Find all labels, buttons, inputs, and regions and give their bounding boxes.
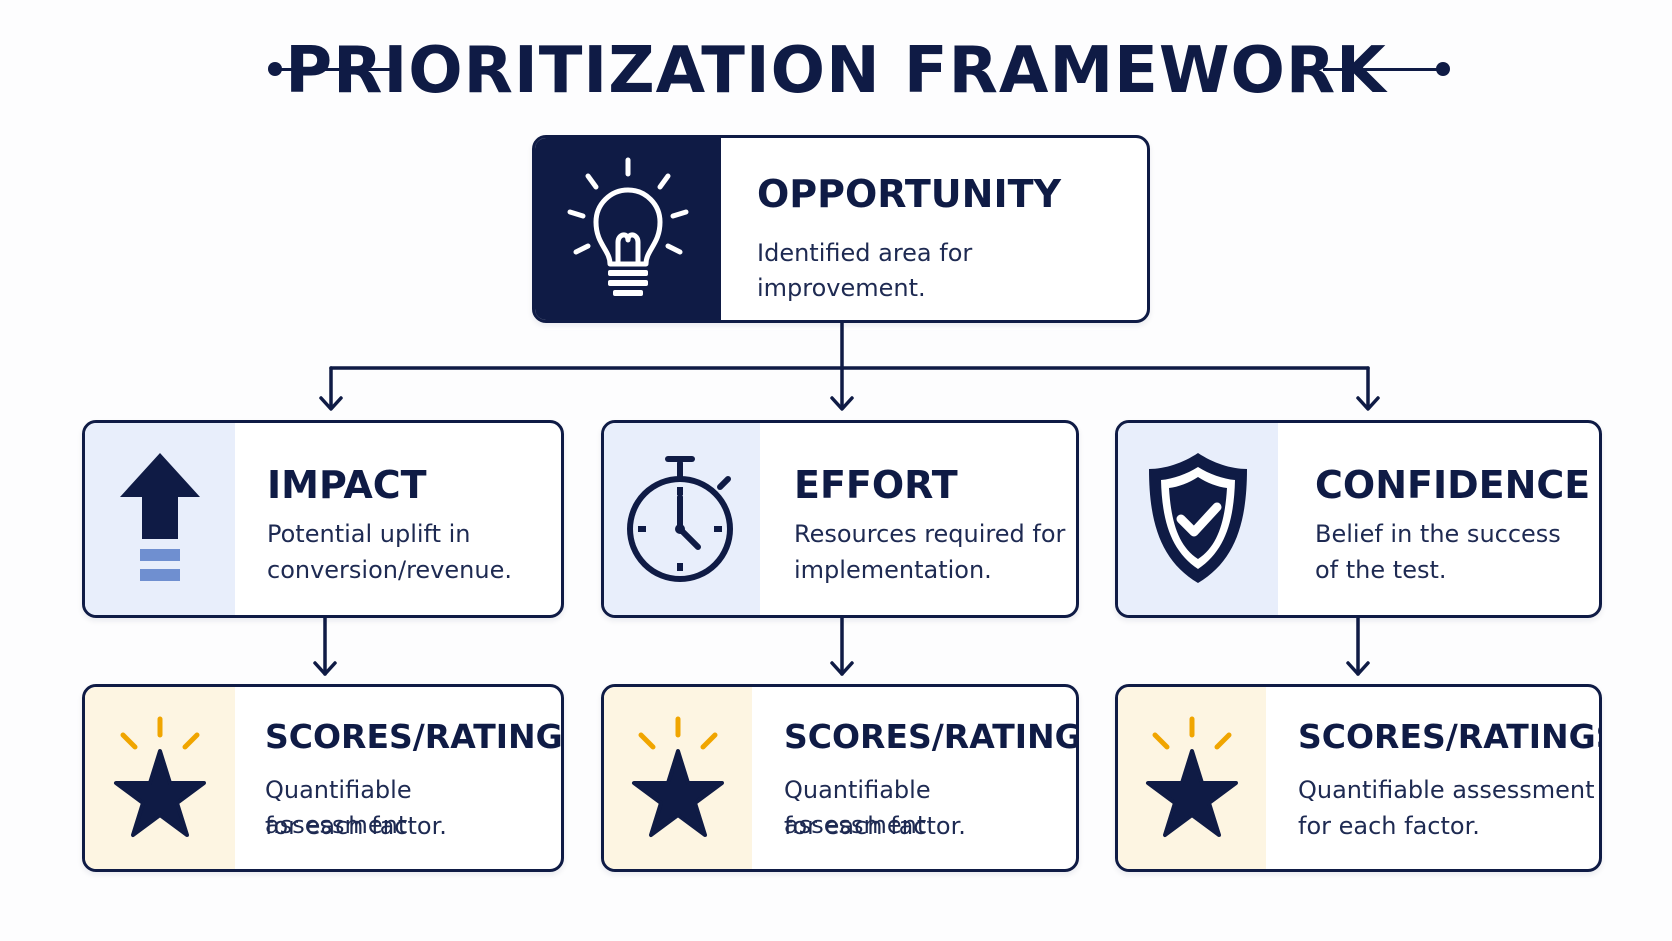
title-bar: PRIORITIZATION FRAMEWORK: [0, 28, 1672, 108]
title-right-dot: [1436, 62, 1450, 76]
star-icon: [1146, 716, 1238, 837]
score-title-effort: SCORES/RATINGS: [784, 717, 1079, 756]
shield-check-icon: [1149, 453, 1247, 583]
score-description-line1-effort: Quantifiable assessment: [784, 776, 931, 839]
score-description-line2-effort: for each factor.: [784, 812, 966, 840]
effort-description-line2: implementation.: [794, 556, 992, 584]
opportunity-title: OPPORTUNITY: [757, 172, 1062, 216]
impact-description-line1: Potential uplift in: [267, 520, 471, 548]
score-description-line2-impact: for each factor.: [265, 812, 447, 840]
title-left-line: [275, 68, 395, 71]
confidence-icon-panel: [1118, 423, 1278, 615]
score-card-confidence: SCORES/RATINGS Quantifiable assessment f…: [1115, 684, 1602, 872]
impact-title: IMPACT: [267, 463, 427, 507]
factor-card-effort: EFFORT Resources required for implementa…: [601, 420, 1079, 618]
score-card-impact: SCORES/RATINGS Quantifiable assessment f…: [82, 684, 564, 872]
score-icon-panel-confidence: [1118, 687, 1266, 869]
title-right-line: [1323, 68, 1443, 71]
score-icon-panel-impact: [85, 687, 235, 869]
opportunity-description: Identified area for improvement.: [757, 239, 973, 302]
star-icon: [632, 716, 724, 837]
score-title-confidence: SCORES/RATINGS: [1298, 717, 1602, 756]
confidence-title: CONFIDENCE: [1315, 463, 1591, 507]
score-description-line2-confidence: for each factor.: [1298, 812, 1480, 840]
star-icon: [114, 716, 206, 837]
score-icon-panel-effort: [604, 687, 752, 869]
factor-card-impact: IMPACT Potential uplift in conversion/re…: [82, 420, 564, 618]
lightbulb-icon: [567, 157, 689, 296]
effort-icon-panel: [604, 423, 760, 615]
impact-icon-panel: [85, 423, 235, 615]
score-description-line1-impact: Quantifiable assessment: [265, 776, 412, 839]
confidence-description-line1: Belief in the success: [1315, 520, 1561, 548]
effort-description-line1: Resources required for: [794, 520, 1066, 548]
effort-title: EFFORT: [794, 463, 958, 507]
opportunity-card: OPPORTUNITY Identified area for improvem…: [532, 135, 1150, 323]
opportunity-icon-panel: [535, 138, 721, 320]
score-description-line1-confidence: Quantifiable assessment: [1298, 776, 1595, 804]
arrow-up-icon: [120, 453, 200, 581]
factor-card-confidence: CONFIDENCE Belief in the success of the …: [1115, 420, 1602, 618]
score-title-impact: SCORES/RATINGS: [265, 717, 564, 756]
stopwatch-icon: [627, 456, 733, 582]
confidence-description-line2: of the test.: [1315, 556, 1447, 584]
score-card-effort: SCORES/RATINGS Quantifiable assessment f…: [601, 684, 1079, 872]
impact-description-line2: conversion/revenue.: [267, 556, 512, 584]
page-title: PRIORITIZATION FRAMEWORK: [285, 34, 1387, 108]
